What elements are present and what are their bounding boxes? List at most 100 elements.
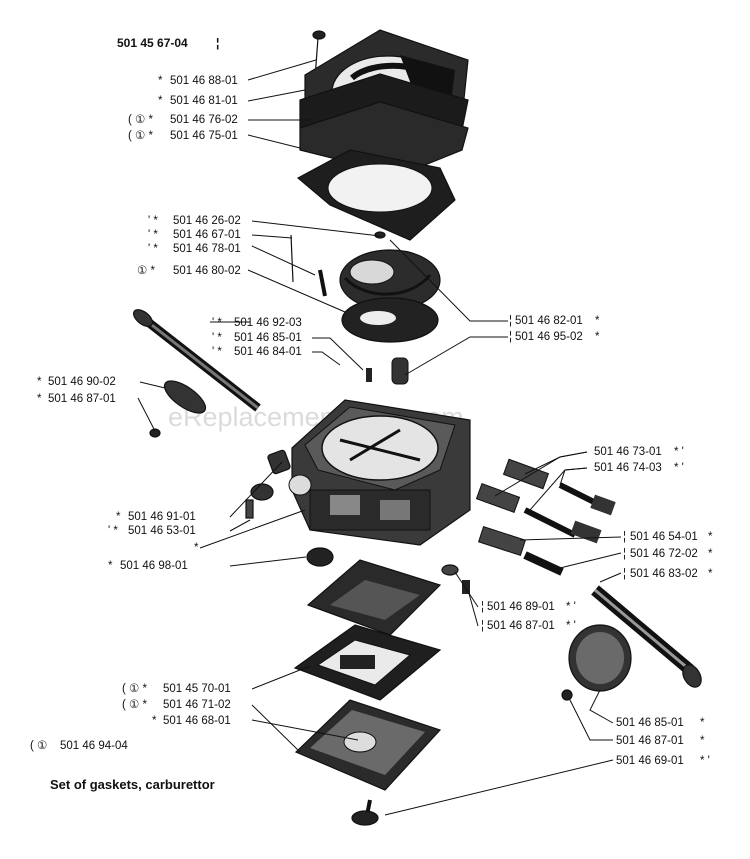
label-prefix: ' * (212, 332, 222, 344)
label-prefix: ( ① (30, 740, 47, 752)
carburettor-body (288, 399, 471, 546)
label-prefix: ( ① * (128, 130, 154, 142)
key-part (245, 483, 274, 519)
part-label: 501 46 78-01 (173, 243, 241, 255)
label-prefix: * (116, 511, 121, 523)
label-suffix: * (595, 315, 600, 327)
part-label: 501 46 76-02 (170, 114, 238, 126)
part-label: 501 46 94-04 (60, 740, 128, 752)
choke-plate-inner (576, 632, 624, 684)
part-label: 501 46 74-03 (594, 462, 662, 474)
part-label: 501 46 91-01 (128, 511, 196, 523)
part-label: 501 46 84-01 (234, 346, 302, 358)
part-label: 501 46 71-02 (163, 699, 231, 711)
part-label: 501 46 75-01 (170, 130, 238, 142)
part-label: 501 45 70-01 (163, 683, 231, 695)
spring-small-left (267, 449, 291, 475)
metering-gasket (306, 559, 442, 636)
part-label: 501 46 81-01 (170, 95, 238, 107)
label-prefix: ¦ (623, 568, 626, 580)
label-suffix: * ' (566, 620, 576, 632)
pump-diaphragm (341, 297, 439, 343)
part-label: 501 46 80-02 (173, 265, 241, 277)
choke-shaft (591, 585, 702, 688)
label-prefix: ¦ (509, 315, 512, 327)
label-prefix: ( ① * (128, 114, 154, 126)
choke-screw (561, 689, 573, 701)
welch-plug (306, 547, 334, 567)
label-prefix: ¦ (623, 531, 626, 543)
header-mark: ¦ (216, 36, 219, 50)
part-label: 501 46 87-01 (487, 620, 555, 632)
header-part-number: 501 45 67-04 (117, 36, 188, 50)
label-suffix: * (700, 735, 705, 747)
label-prefix: ' * (148, 243, 158, 255)
diagram-caption: Set of gaskets, carburettor (50, 777, 215, 792)
label-prefix: * (37, 376, 42, 388)
part-label: 501 46 26-02 (173, 215, 241, 227)
part-label: 501 46 54-01 (630, 531, 698, 543)
leader-lines (137, 59, 622, 816)
label-prefix: * (108, 560, 113, 572)
part-label: 501 46 53-01 (128, 525, 196, 537)
label-prefix: ' * (108, 525, 118, 537)
label-suffix: * (708, 548, 713, 560)
label-suffix: * ' (674, 462, 684, 474)
throttle-plate (163, 380, 207, 414)
part-label: 501 46 89-01 (487, 601, 555, 613)
top-screw (312, 30, 326, 79)
part-label: 501 46 87-01 (48, 393, 116, 405)
metering-diaphragm (293, 624, 442, 701)
label-prefix: ' * (212, 317, 222, 329)
part-label: 501 46 82-01 (515, 315, 583, 327)
label-suffix: * (700, 717, 705, 729)
needle-pin (290, 234, 327, 297)
label-prefix: ¦ (481, 601, 484, 613)
needle-springs (475, 458, 616, 576)
label-prefix: * (194, 542, 199, 554)
part-label: 501 46 83-02 (630, 568, 698, 580)
part-label: 501 46 68-01 (163, 715, 231, 727)
label-prefix: * (152, 715, 157, 727)
metering-cover (294, 699, 442, 791)
label-prefix: ( ① * (122, 683, 148, 695)
labels-left: * 501 46 88-01 * 501 46 81-01 ( ① * 501 … (30, 75, 302, 752)
label-prefix: ( ① * (122, 699, 148, 711)
label-prefix: ¦ (509, 331, 512, 343)
label-prefix: * (158, 75, 163, 87)
part-label: 501 46 87-01 (616, 735, 684, 747)
part-label: 501 46 90-02 (48, 376, 116, 388)
label-prefix: ① * (137, 265, 156, 277)
label-prefix: ' * (148, 229, 158, 241)
label-prefix: * (37, 393, 42, 405)
label-suffix: * ' (566, 601, 576, 613)
label-suffix: * (708, 531, 713, 543)
part-label: 501 46 95-02 (515, 331, 583, 343)
part-label: 501 46 72-02 (630, 548, 698, 560)
part-label: 501 46 92-03 (234, 317, 302, 329)
cover-gasket (296, 149, 456, 241)
label-prefix: ' * (148, 215, 158, 227)
part-label: 501 46 88-01 (170, 75, 238, 87)
label-prefix: ¦ (623, 548, 626, 560)
part-label: 501 46 85-01 (234, 332, 302, 344)
label-suffix: * ' (674, 446, 684, 458)
label-prefix: * (158, 95, 163, 107)
part-label: 501 46 98-01 (120, 560, 188, 572)
parts-drawing (132, 29, 702, 826)
label-prefix: ' * (212, 346, 222, 358)
label-suffix: * ' (700, 755, 710, 767)
inlet-needle (441, 564, 470, 594)
small-screw (149, 428, 161, 438)
part-label: 501 46 73-01 (594, 446, 662, 458)
part-label: 501 46 67-01 (173, 229, 241, 241)
part-label: 501 46 69-01 (616, 755, 684, 767)
bottom-screw (351, 799, 379, 826)
label-suffix: * (708, 568, 713, 580)
small-spring-set (366, 357, 409, 385)
throttle-shaft (132, 309, 261, 412)
label-suffix: * (595, 331, 600, 343)
labels-right: ¦ 501 46 82-01 * ¦ 501 46 95-02 * 501 46… (481, 315, 713, 767)
part-label: 501 46 85-01 (616, 717, 684, 729)
